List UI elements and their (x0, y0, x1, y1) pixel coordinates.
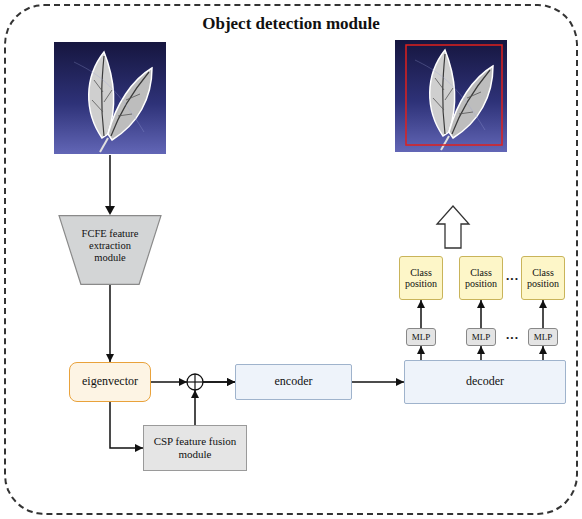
node-text: decoder (466, 375, 504, 389)
output-box: Class position (459, 256, 503, 300)
output-box: Class position (399, 256, 443, 300)
node-text: Class position (461, 267, 501, 290)
detection-box (406, 45, 502, 145)
node-text: MLP (472, 332, 491, 342)
decoder-box: decoder (404, 360, 566, 404)
ellipsis-label: ··· (504, 272, 519, 285)
flow-arrow (352, 381, 404, 383)
output-box: Class position (521, 256, 565, 300)
node-text: encoder (275, 375, 313, 389)
flow-arrow (480, 300, 482, 328)
input-arrow-line (109, 155, 111, 207)
mlp-box: MLP (406, 328, 436, 346)
input-image (54, 42, 166, 154)
trapezoid-shape (59, 216, 161, 285)
flow-arrow (542, 346, 544, 360)
mlp-box: MLP (466, 328, 496, 346)
node-text: MLP (412, 332, 431, 342)
hollow-arrow (437, 206, 469, 248)
mlp-box: MLP (528, 328, 558, 346)
sum-input-arrowhead (191, 390, 199, 398)
ellipsis-label: ··· (504, 331, 519, 344)
fusion-box: CSP feature fusion module (143, 425, 247, 471)
flow-arrow (195, 382, 235, 425)
feature-box: eigenvector (69, 362, 151, 402)
flow-arrow (110, 402, 143, 448)
node-text: FCFE feature extraction module (72, 228, 148, 264)
flow-arrow (109, 285, 111, 362)
flow-arrow (480, 346, 482, 360)
sum-input-arrowhead (179, 378, 187, 386)
sum-symbol-bar (194, 374, 195, 390)
node-text: CSP feature fusion module (150, 435, 240, 460)
flow-arrow (420, 300, 422, 328)
node-text: Class position (523, 267, 563, 290)
node-text: Object detection module (202, 14, 380, 34)
module-frame: Object detection moduleFCFE feature extr… (4, 4, 578, 515)
flow-arrow (542, 300, 544, 328)
input-arrowhead (105, 206, 115, 215)
node-text: eigenvector (82, 375, 138, 389)
sum-symbol (187, 374, 203, 390)
flow-arrow (420, 346, 422, 360)
node-text: Class position (401, 267, 441, 290)
output-image (395, 40, 507, 152)
encoder-box: encoder (235, 364, 352, 400)
extraction-trapezoid: FCFE feature extraction module (58, 215, 162, 285)
node-text: MLP (534, 332, 553, 342)
